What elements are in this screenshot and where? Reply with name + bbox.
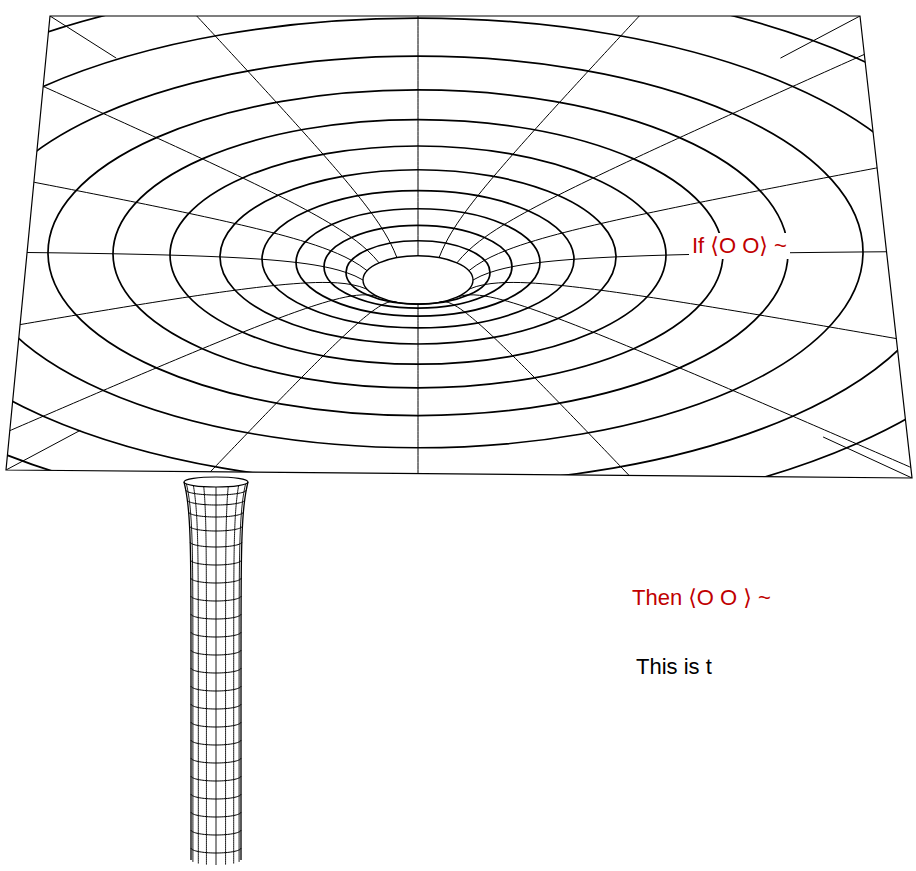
tube-ring xyxy=(191,596,241,601)
funnel-radial xyxy=(457,295,916,590)
tube-ring xyxy=(186,490,247,495)
funnel-radial xyxy=(0,65,367,271)
funnel-ring xyxy=(0,56,863,448)
corner-line xyxy=(780,16,860,58)
tube-ring xyxy=(191,560,242,565)
tube-line xyxy=(226,487,229,865)
tube-line xyxy=(186,484,192,862)
tube-side xyxy=(241,482,248,860)
tube-ring xyxy=(191,686,241,691)
funnel-radial xyxy=(0,295,379,590)
tube-ring xyxy=(191,794,241,799)
tube-top xyxy=(184,477,248,487)
tube-ring xyxy=(191,578,241,583)
funnel-radial xyxy=(439,302,837,695)
funnel-radial xyxy=(469,282,916,434)
tube-line xyxy=(204,487,207,865)
funnel-radial xyxy=(457,0,916,263)
tube-ring xyxy=(187,500,244,505)
tube-ring xyxy=(191,632,241,637)
label-holder: If ⟨O O⟩ ~ xyxy=(689,233,790,259)
funnel-radial xyxy=(418,0,419,256)
funnel-radial xyxy=(0,302,397,695)
tube-ring xyxy=(189,512,244,517)
funnel-radial xyxy=(0,0,379,263)
tube-ring xyxy=(190,542,242,547)
funnel-radial xyxy=(0,250,363,280)
tube-line xyxy=(239,484,245,862)
correlator-formula: If ⟨O O⟩ ~ xyxy=(689,233,790,259)
plane-border xyxy=(6,16,912,478)
funnel-surface xyxy=(0,0,916,731)
corner-line xyxy=(50,16,116,58)
tube-ring xyxy=(191,650,241,655)
tube-side xyxy=(184,482,191,860)
tube-ring xyxy=(190,526,243,531)
tube-ring xyxy=(191,704,241,709)
tube-ring xyxy=(191,614,241,619)
label-holder: Then ⟨O O ⟩ ~ xyxy=(629,585,774,611)
note-text: This is t xyxy=(633,654,715,680)
tube-ring xyxy=(191,668,241,673)
funnel-radial xyxy=(0,282,367,434)
tube-ring xyxy=(191,830,241,835)
corner-line xyxy=(6,430,80,470)
corner-line xyxy=(823,437,912,478)
tube-ring xyxy=(191,812,241,817)
funnel-radial xyxy=(0,0,397,258)
tube-ring xyxy=(191,758,241,763)
funnel-radial xyxy=(469,65,916,271)
label-holder: This is t xyxy=(633,654,715,680)
tube-ring xyxy=(191,848,241,853)
tube-ring xyxy=(191,740,241,745)
tube-line xyxy=(193,486,198,864)
tube-line xyxy=(234,486,239,864)
throat-tube xyxy=(184,477,248,865)
tube-ring xyxy=(191,722,241,727)
funnel-radial xyxy=(418,304,419,732)
funnel-ring xyxy=(363,256,473,304)
tube-ring xyxy=(191,776,241,781)
tube-line xyxy=(216,487,217,865)
correlator-formula: Then ⟨O O ⟩ ~ xyxy=(629,585,774,611)
funnel-radial xyxy=(439,0,837,258)
funnel-ring xyxy=(0,18,916,484)
